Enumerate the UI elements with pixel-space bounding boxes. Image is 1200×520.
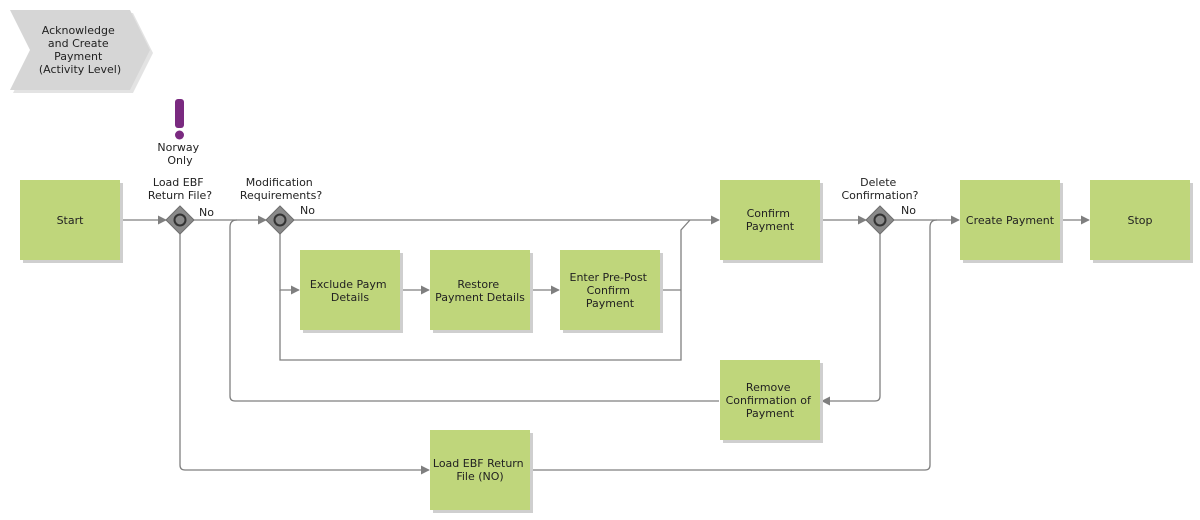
- edge-delete-yes-to-remove-confirmation: [821, 234, 881, 406]
- task-box: [430, 430, 530, 510]
- title-chevron: [10, 10, 150, 90]
- task-label: Payment: [586, 297, 635, 310]
- task-create-payment[interactable]: Create Payment: [960, 180, 1063, 263]
- connectors: [121, 215, 1090, 475]
- task-exclude-paym-details[interactable]: Exclude Paym Details: [300, 250, 403, 333]
- task-label: Confirm: [587, 284, 630, 297]
- task-label: Payment Details: [435, 291, 525, 304]
- edge-load-ebf-no-task-to-create-payment: [531, 219, 938, 471]
- task-label: Restore: [457, 278, 499, 291]
- task-start[interactable]: Start: [20, 180, 123, 263]
- task-enter-pre-post-confirm-payment[interactable]: Enter Pre-Post Confirm Payment: [560, 250, 663, 333]
- title-line: and Create: [48, 37, 109, 50]
- gateway-question-line: Modification: [246, 176, 313, 189]
- gateway-question-line: Confirmation?: [841, 189, 918, 202]
- gateway-diamond: [865, 205, 895, 235]
- edge-modification-yes-to-exclude: [279, 234, 300, 295]
- gateway-branch-label: No: [199, 206, 214, 219]
- task-label: Start: [57, 214, 85, 227]
- note-line: Norway: [157, 141, 199, 154]
- svg-text:Load EBF Return File?: Load EBF Return File?: [148, 176, 212, 202]
- task-remove-confirmation-of-payment[interactable]: Remove Confirmation of Payment: [720, 360, 823, 443]
- gateway-branch-label: No: [300, 204, 315, 217]
- gateway-question-line: Requirements?: [240, 189, 322, 202]
- task-label: Details: [331, 291, 369, 304]
- svg-text:Enter Pre-Post Confirm: Enter Pre-Post Confirm Payment: [570, 271, 651, 310]
- svg-text:Stop: Stop: [1127, 214, 1152, 227]
- task-label: Enter Pre-Post: [570, 271, 648, 284]
- task-box: [300, 250, 400, 330]
- task-box: [960, 180, 1060, 260]
- edge-load-ebf-yes-to-load-ebf-no-task: [179, 234, 430, 475]
- gateway-ring: [273, 213, 287, 227]
- svg-text:Delete Confirmation?: Delete Confirmation?: [841, 176, 918, 202]
- svg-text:Load EBF Return File (NO: Load EBF Return File (NO): [433, 457, 527, 483]
- task-stop[interactable]: Stop: [1090, 180, 1193, 263]
- task-label: Confirm: [747, 207, 790, 220]
- task-restore-payment-details[interactable]: Restore Payment Details: [430, 250, 533, 333]
- exclamation-icon: [175, 99, 184, 140]
- gateway-diamond: [165, 205, 195, 235]
- svg-text:Exclude Paym Details: Exclude Paym Details: [310, 278, 390, 304]
- title-line: Acknowledge: [42, 24, 115, 37]
- task-load-ebf-return-file-no[interactable]: Load EBF Return File (NO): [430, 430, 533, 513]
- gateway-ring: [873, 213, 887, 227]
- svg-text:Restore Payment Details: Restore Payment Details: [435, 278, 525, 304]
- svg-text:Norway Only: Norway Only: [157, 141, 202, 167]
- gateway-diamond: [265, 205, 295, 235]
- task-box: [560, 250, 660, 330]
- gateway-question-line: Return File?: [148, 189, 212, 202]
- task-box: [430, 250, 530, 330]
- task-label: Exclude Paym: [310, 278, 387, 291]
- svg-text:Confirm Payment: Confirm Payment: [746, 207, 795, 233]
- task-box: [720, 360, 820, 440]
- gateway-load-ebf[interactable]: Load EBF Return File? No: [148, 176, 214, 235]
- task-label: Stop: [1127, 214, 1152, 227]
- edge-modification-loop-to-confirm: [279, 219, 691, 361]
- task-box: [20, 180, 120, 260]
- svg-text:Remove Confirmation of: Remove Confirmation of Payment: [726, 381, 815, 420]
- gateway-branch-label: No: [901, 204, 916, 217]
- gateway-ring: [173, 213, 187, 227]
- task-label: Load EBF Return: [433, 457, 524, 470]
- gateway-delete-confirmation[interactable]: Delete Confirmation? No: [841, 176, 919, 235]
- task-box: [720, 180, 820, 260]
- svg-text:Start: Start: [57, 214, 85, 227]
- task-label: File (NO): [456, 470, 503, 483]
- task-label: Create Payment: [966, 214, 1055, 227]
- svg-text:Modification Requirement: Modification Requirements?: [240, 176, 322, 202]
- title-line: (Activity Level): [39, 63, 121, 76]
- gateway-question-line: Load EBF: [153, 176, 204, 189]
- svg-text:Create Payment: Create Payment: [966, 214, 1055, 227]
- edge-remove-confirmation-back-to-modification: [229, 219, 719, 402]
- note-line: Only: [167, 154, 193, 167]
- task-label: Payment: [746, 407, 795, 420]
- gateway-modification[interactable]: Modification Requirements? No: [240, 176, 322, 235]
- norway-only-note: Norway Only: [157, 99, 202, 167]
- gateway-question-line: Delete: [860, 176, 896, 189]
- task-label: Payment: [746, 220, 795, 233]
- activity-title: Acknowledge and Create Payment (Activity…: [10, 10, 153, 93]
- task-label: Remove: [746, 381, 791, 394]
- task-label: Confirmation of: [726, 394, 812, 407]
- task-box: [1090, 180, 1190, 260]
- task-confirm-payment[interactable]: Confirm Payment: [720, 180, 823, 263]
- svg-text:Acknowledge and Create: Acknowledge and Create Payment (Activity…: [39, 24, 121, 76]
- title-line: Payment: [54, 50, 103, 63]
